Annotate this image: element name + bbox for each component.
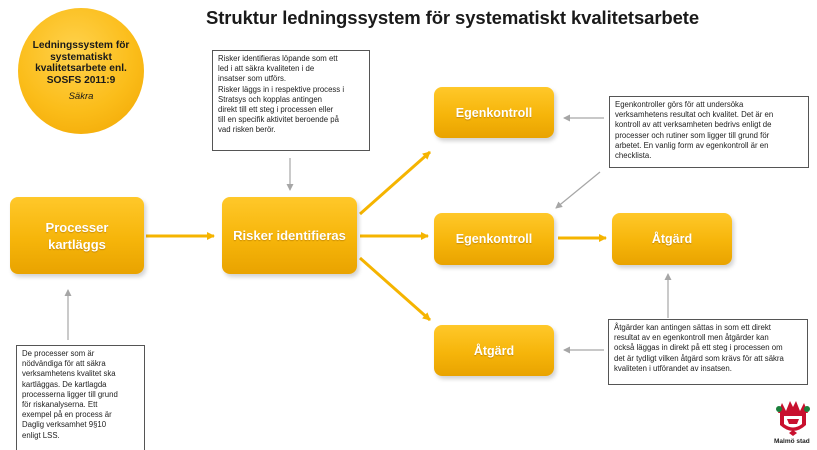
badge-line: Ledningssystem för	[32, 40, 130, 51]
node-label: Egenkontroll	[455, 232, 533, 246]
node-atgard-right: Åtgärd	[612, 213, 732, 265]
node-label: Processer kartläggs	[45, 219, 109, 252]
logo-text: Malmö stad	[774, 438, 810, 445]
node-label: Risker identifieras	[233, 228, 346, 243]
note-atgard: Åtgärder kan antingen sättas in som ett …	[608, 319, 808, 385]
badge-line: kvalitetsarbete enl.	[35, 63, 127, 74]
node-risker-identifieras: Risker identifieras	[222, 197, 357, 274]
node-label: Åtgärd	[651, 232, 693, 246]
note-egenkontroll: Egenkontroller görs för att undersöka ve…	[609, 96, 809, 168]
sosfs-badge: Ledningssystem för systematiskt kvalitet…	[18, 8, 144, 134]
node-atgard-bottom: Åtgärd	[434, 325, 554, 376]
note-processer: De processer som är nödvändiga för att s…	[16, 345, 145, 450]
node-processer-kartlaggs: Processer kartläggs	[10, 197, 144, 274]
badge-subtitle: Säkra	[68, 91, 94, 102]
badge-line: systematiskt	[50, 51, 112, 63]
badge-line: SOSFS 2011:9	[46, 74, 116, 86]
diagram-title: Struktur ledningssystem för systematiskt…	[206, 7, 700, 28]
malmo-stad-logo-icon	[776, 401, 810, 436]
node-egenkontroll-top: Egenkontroll	[434, 87, 554, 138]
node-label: Åtgärd	[473, 343, 515, 358]
note-risker: Risker identifieras löpande som ett led …	[212, 50, 370, 151]
node-egenkontroll-mid: Egenkontroll	[434, 213, 554, 265]
node-label: Egenkontroll	[455, 105, 533, 120]
arrow-risker-to-egenkontroll-top	[359, 150, 431, 216]
arrow-risker-to-atgard	[359, 256, 431, 322]
arrow-note-egenkontroll-mid	[555, 171, 601, 209]
